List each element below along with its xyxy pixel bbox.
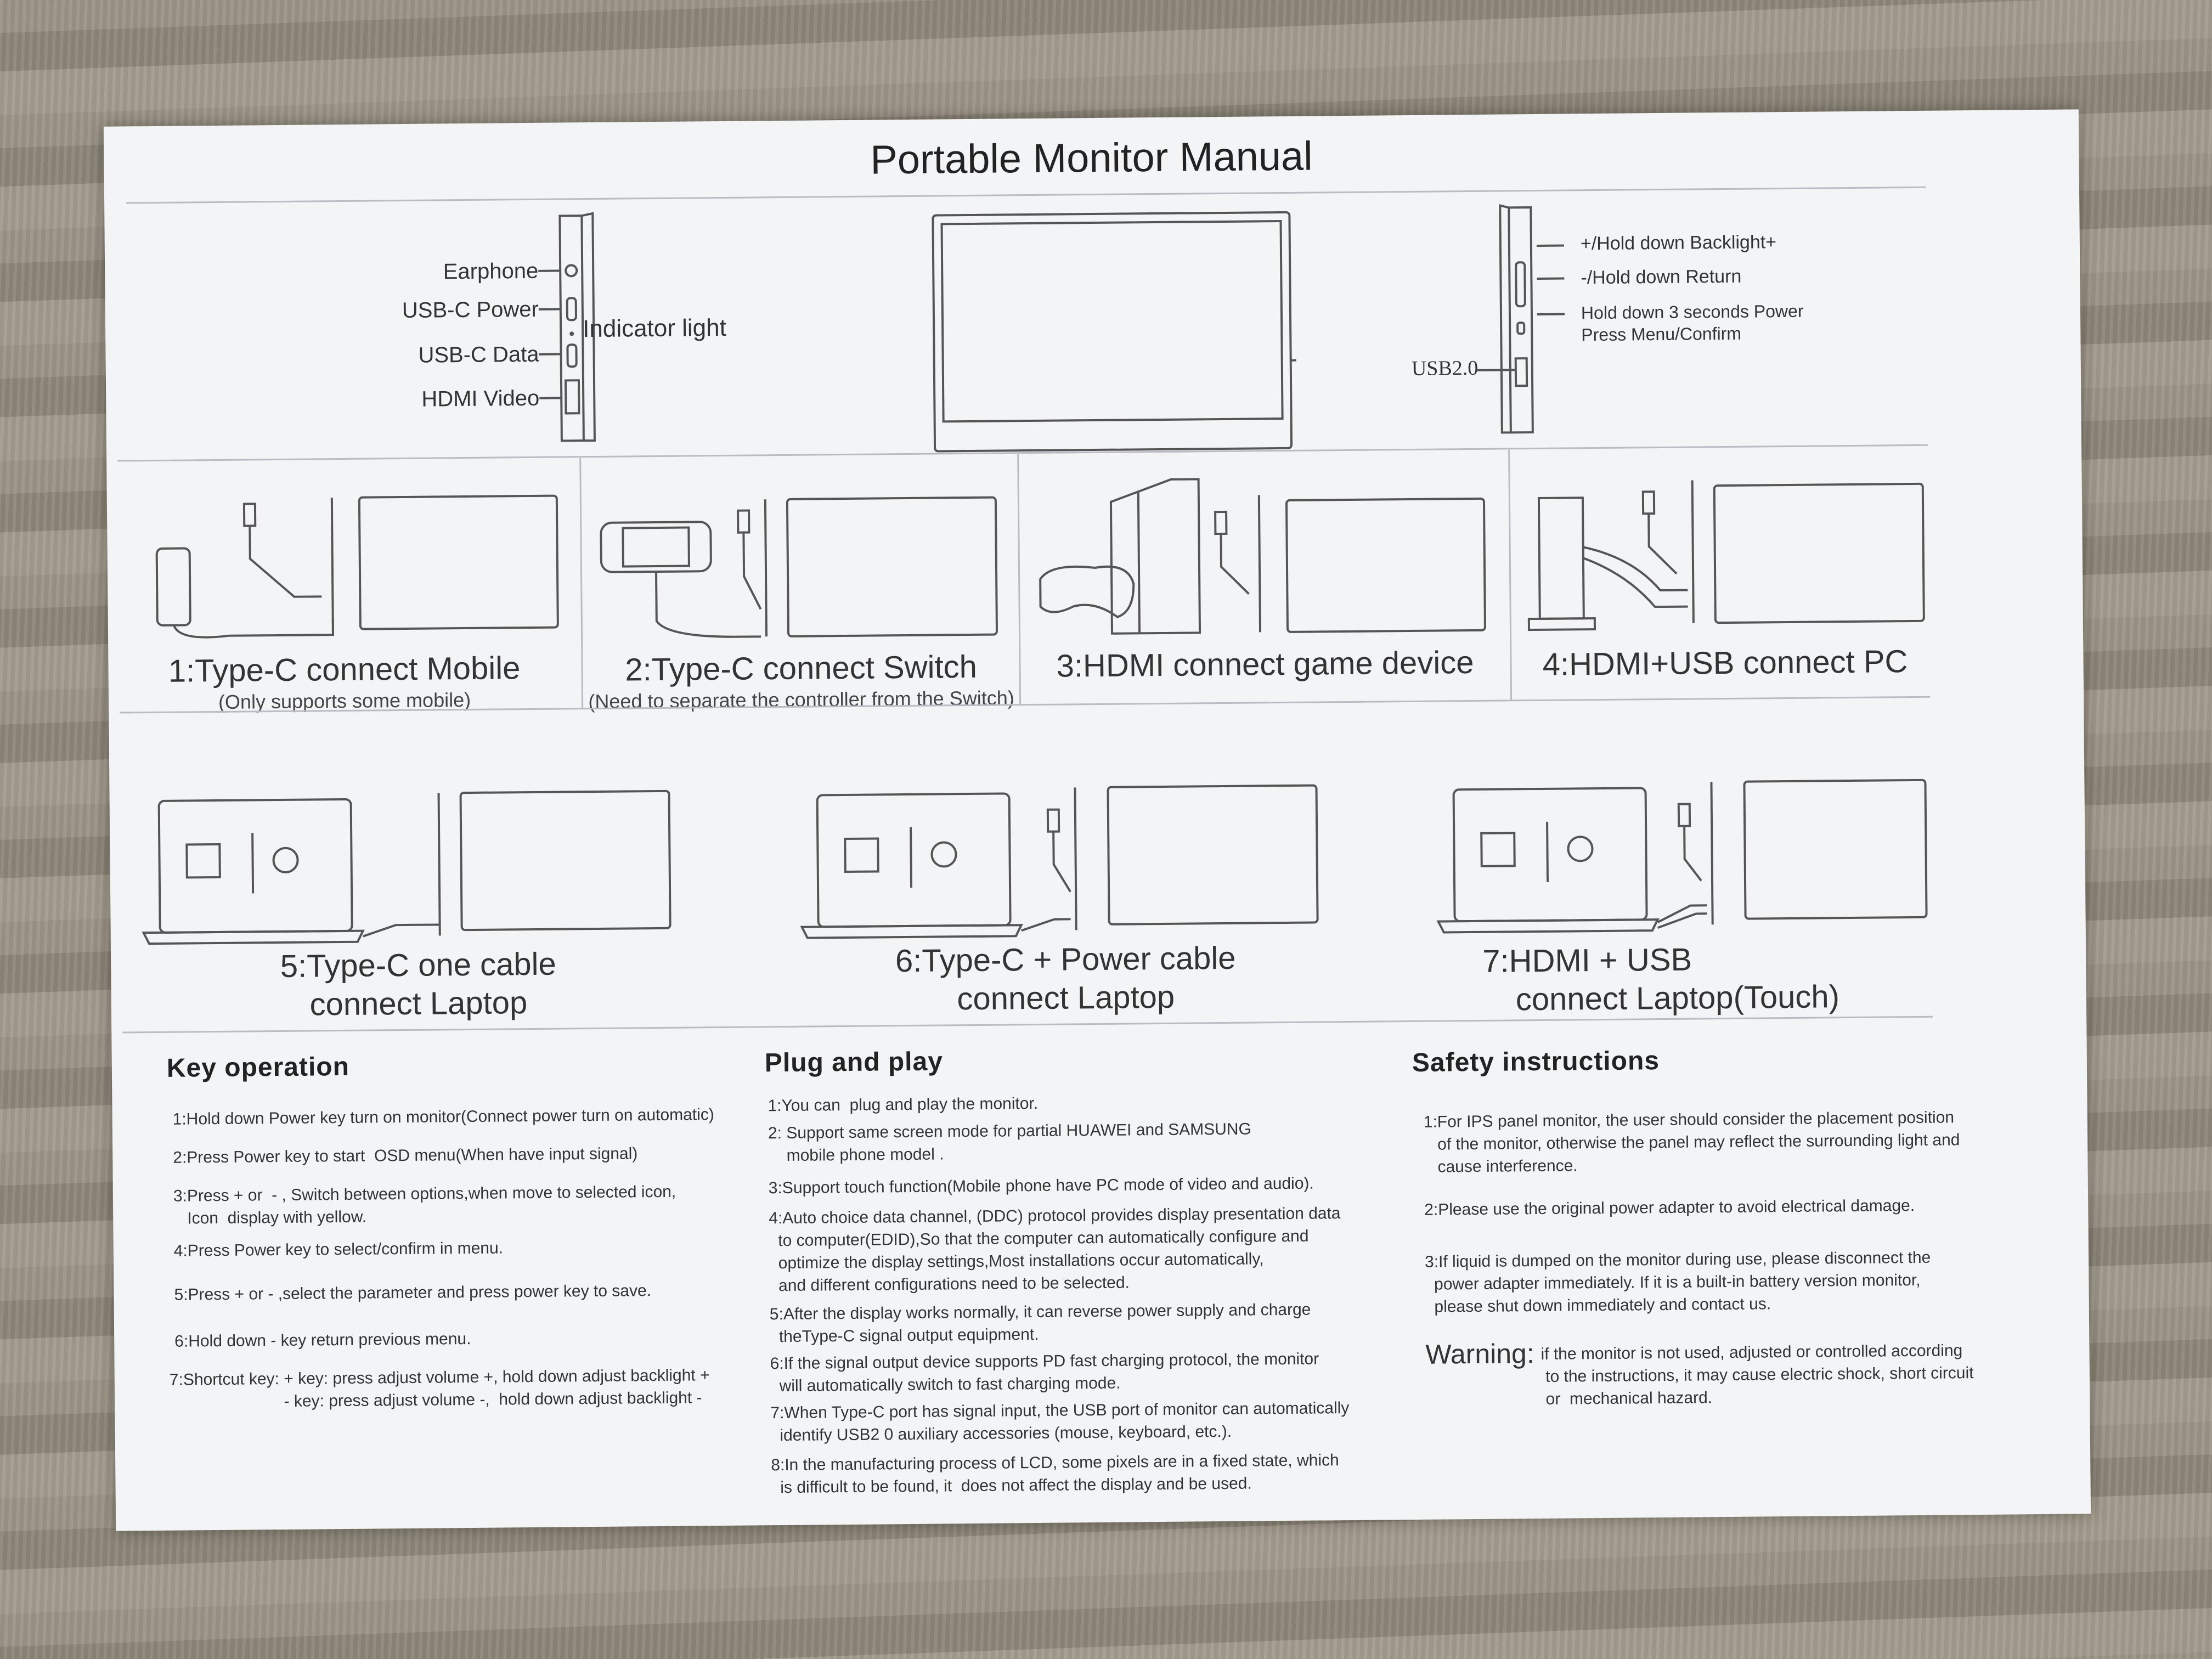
plug-and-play-item: 3:Support touch function(Mobile phone ha… xyxy=(768,1174,1314,1198)
button-label-plus: +/Hold down Backlight+ xyxy=(1580,232,1777,255)
button-label-menu: Press Menu/Confirm xyxy=(1581,323,1742,345)
connection-2-note: (Need to separate the controller from th… xyxy=(588,686,1014,713)
warning-text: if the monitor is not used, adjusted or … xyxy=(1541,1341,1974,1408)
left-side-ports-icon xyxy=(558,212,596,442)
key-operation-item: 3:Press + or - , Switch between options,… xyxy=(173,1182,676,1228)
connection-7-line2: connect Laptop(Touch) xyxy=(1515,979,1840,1018)
port-label-usbc-power: USB-C Power xyxy=(402,297,539,323)
indicator-light-label: Indicator light xyxy=(582,314,727,343)
plug-and-play-item: 2: Support same screen mode for partial … xyxy=(768,1120,1251,1165)
diagram-mobile-connection xyxy=(155,494,559,639)
safety-heading: Safety instructions xyxy=(1412,1046,1660,1078)
connection-4-title: 4:HDMI+USB connect PC xyxy=(1542,644,1908,682)
monitor-front-icon xyxy=(932,211,1296,453)
diagram-switch-connection xyxy=(600,496,998,638)
connection-7-line1: 7:HDMI + USB xyxy=(1482,941,1692,979)
diagram-pc-connection xyxy=(1527,480,1925,631)
plug-and-play-item: 6:If the signal output device supports P… xyxy=(770,1350,1319,1396)
connection-6-line1: 6:Type-C + Power cable xyxy=(895,940,1236,979)
right-side-buttons-icon xyxy=(1499,204,1534,434)
key-operation-item: 4:Press Power key to select/confirm in m… xyxy=(173,1239,504,1260)
warning-label: Warning: xyxy=(1425,1338,1534,1370)
usb-leader-line xyxy=(1477,369,1516,371)
key-operation-item: 5:Press + or - ,select the parameter and… xyxy=(174,1282,652,1304)
connection-6-line2: connect Laptop xyxy=(957,979,1175,1017)
port-label-earphone: Earphone xyxy=(443,258,539,284)
plug-and-play-item: 7:When Type-C port has signal input, the… xyxy=(770,1399,1350,1445)
key-operation-item: 7:Shortcut key: + key: press adjust volu… xyxy=(169,1366,710,1412)
connection-3-title: 3:HDMI connect game device xyxy=(1056,645,1474,684)
button-leader-lines xyxy=(1536,244,1565,315)
port-label-hdmi: HDMI Video xyxy=(421,386,540,411)
port-label-usbc-data: USB-C Data xyxy=(418,342,539,368)
page-title: Portable Monitor Manual xyxy=(870,133,1313,183)
plug-and-play-item: 1:You can plug and play the monitor. xyxy=(768,1094,1039,1115)
key-operation-item: 2:Press Power key to start OSD menu(When… xyxy=(173,1144,638,1167)
plug-and-play-item: 4:Auto choice data channel, (DDC) protoc… xyxy=(769,1204,1341,1295)
connection-1-title: 1:Type-C connect Mobile xyxy=(168,650,521,689)
plug-and-play-item: 5:After the display works normally, it c… xyxy=(769,1300,1311,1346)
button-label-minus: -/Hold down Return xyxy=(1581,266,1742,289)
connection-2-title: 2:Type-C connect Switch xyxy=(625,648,978,688)
diagram-laptop-hdmi-usb xyxy=(1436,778,1928,934)
key-operation-heading: Key operation xyxy=(166,1052,350,1083)
port-leader-lines xyxy=(538,269,562,399)
safety-item: 1:For IPS panel monitor, the user should… xyxy=(1423,1108,1960,1176)
usb-port-label: USB2.0 xyxy=(1411,356,1479,380)
plug-and-play-heading: Plug and play xyxy=(764,1047,944,1078)
manual-sheet: Portable Monitor Manual Earphone USB-C P… xyxy=(103,109,2091,1531)
safety-item: 3:If liquid is dumped on the monitor dur… xyxy=(1424,1248,1931,1316)
connection-5-line1: 5:Type-C one cable xyxy=(280,946,557,985)
diagram-laptop-typec-power xyxy=(800,784,1319,939)
plug-and-play-item: 8:In the manufacturing process of LCD, s… xyxy=(771,1451,1339,1497)
button-label-power: Hold down 3 seconds Power xyxy=(1581,301,1804,323)
key-operation-item: 1:Hold down Power key turn on monitor(Co… xyxy=(172,1105,714,1128)
connection-5-line2: connect Laptop xyxy=(309,985,528,1023)
diagram-game-device-connection xyxy=(1039,478,1486,635)
diagram-laptop-typec xyxy=(142,789,672,945)
key-operation-item: 6:Hold down - key return previous menu. xyxy=(174,1329,471,1351)
title-divider xyxy=(126,186,1926,204)
safety-item: 2:Please use the original power adapter … xyxy=(1424,1197,1915,1219)
